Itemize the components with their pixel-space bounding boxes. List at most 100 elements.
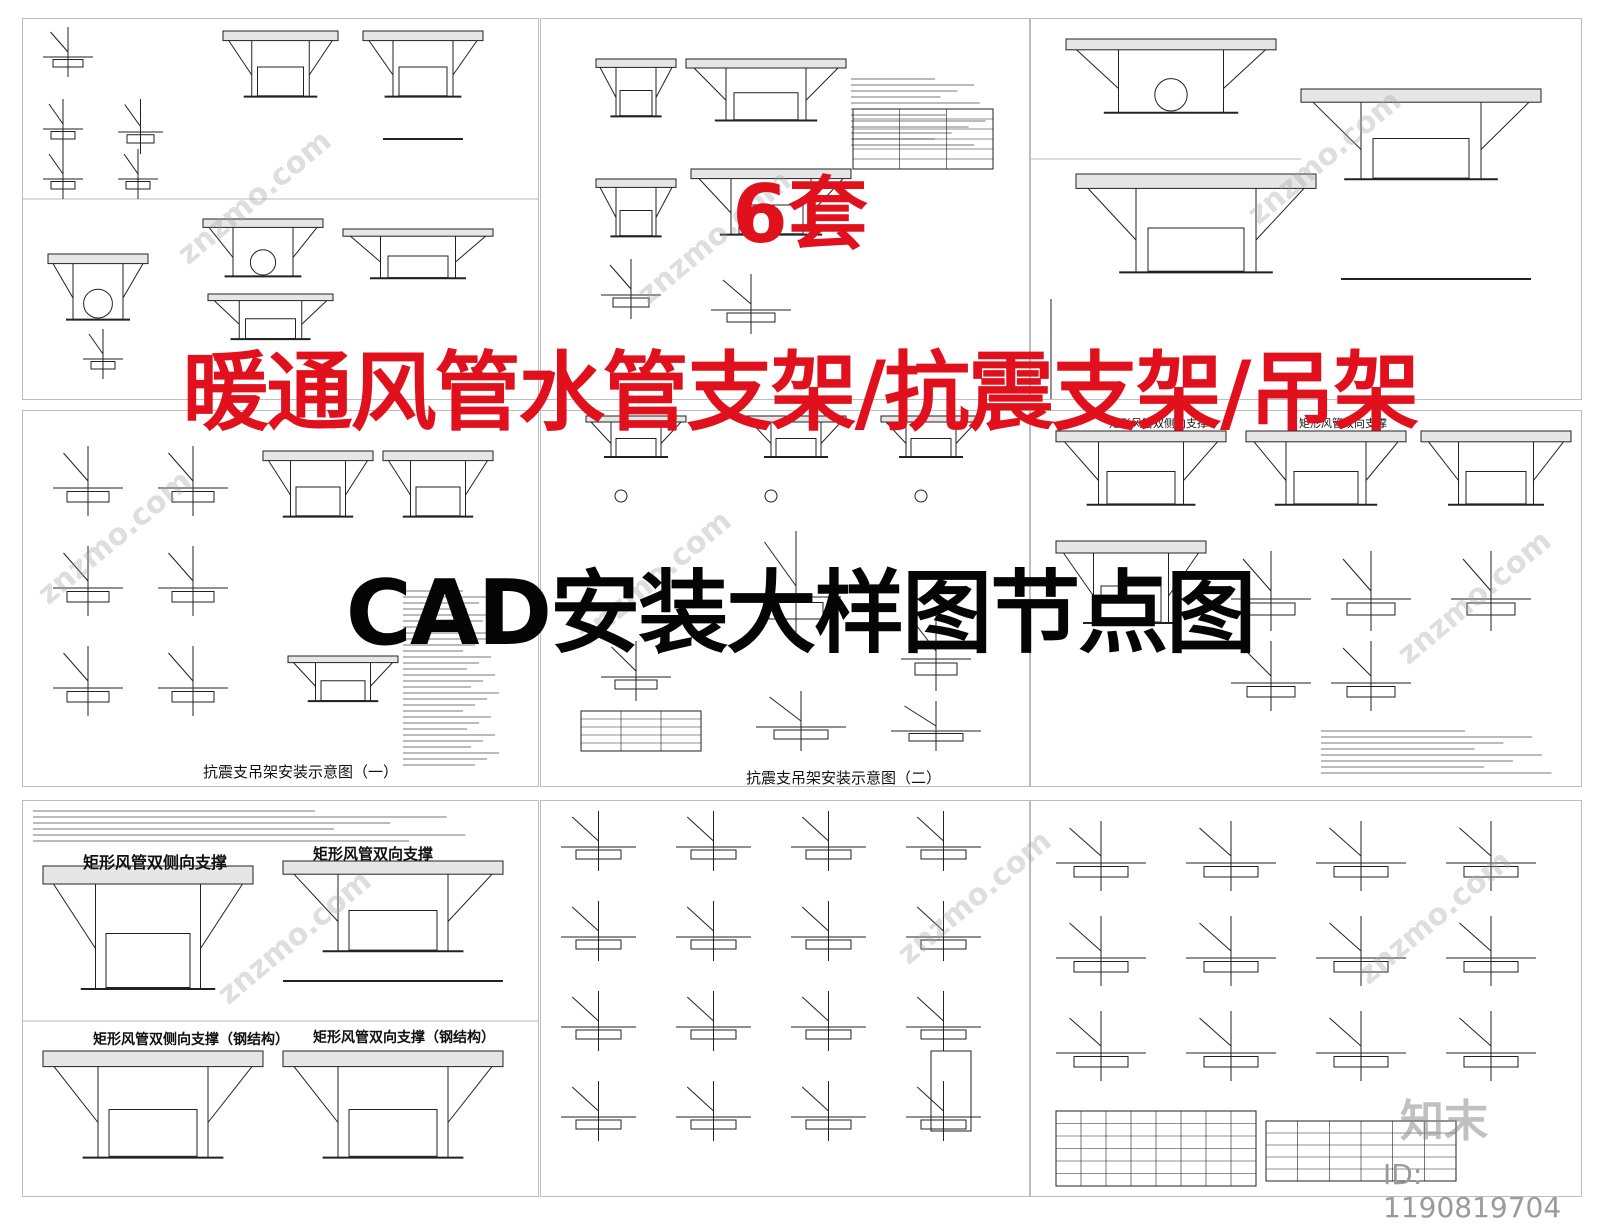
concrete-slab xyxy=(1075,173,1317,189)
seismic-brace xyxy=(452,40,478,76)
rect-duct xyxy=(295,486,341,517)
seismic-brace xyxy=(698,178,732,214)
rect-duct xyxy=(320,680,366,702)
pipe-clamp xyxy=(1333,961,1389,973)
seismic-brace xyxy=(447,873,493,922)
seismic-brace xyxy=(308,40,333,76)
seismic-brace xyxy=(1168,552,1199,597)
pipe-clamp xyxy=(920,1029,967,1040)
drawing-sheet-bottom-right xyxy=(1030,800,1582,1197)
rect-duct xyxy=(387,255,449,279)
support-brace xyxy=(911,618,937,652)
rect-duct xyxy=(245,318,296,340)
pipe-clamp xyxy=(575,849,622,860)
sheet-caption: 矩形风管双向支撑（钢结构） xyxy=(313,1030,495,1046)
seismic-brace xyxy=(293,662,316,687)
pipe-clamp xyxy=(126,134,155,144)
pipe-clamp xyxy=(805,1119,852,1130)
support-brace xyxy=(168,652,194,682)
rect-duct xyxy=(615,438,657,457)
sheet-caption: 抗震支吊架安装示意图（二） xyxy=(746,769,942,787)
cad-drawing xyxy=(580,415,982,752)
pipe-clamp xyxy=(575,1119,622,1130)
seismic-brace xyxy=(52,263,74,299)
seismic-brace xyxy=(655,67,673,98)
pipe-clamp xyxy=(805,849,852,860)
main-title: 暖通风管水管支架/抗震支架/吊架 xyxy=(182,343,1420,443)
rect-duct xyxy=(619,90,653,117)
concrete-slab xyxy=(262,450,374,462)
seismic-brace xyxy=(213,300,240,325)
detail-marker xyxy=(764,489,778,503)
cad-drawing xyxy=(23,810,538,1159)
rect-duct xyxy=(105,933,191,988)
support-brace xyxy=(1459,922,1492,952)
seismic-brace xyxy=(805,67,839,101)
support-brace xyxy=(88,333,104,355)
seismic-brace xyxy=(388,460,411,496)
pipe-clamp xyxy=(52,59,84,68)
concrete-slab xyxy=(47,253,149,265)
support-brace xyxy=(63,652,89,682)
support-brace xyxy=(904,705,937,727)
sheet-caption: 矩形风管双侧向支撑（钢结构） xyxy=(93,1032,289,1048)
concrete-slab xyxy=(282,1050,504,1068)
round-pipe xyxy=(249,249,277,276)
cad-drawing xyxy=(595,58,994,334)
seismic-brace xyxy=(1223,49,1266,89)
pipe-clamp xyxy=(1333,1056,1389,1068)
pipe-clamp xyxy=(805,1029,852,1040)
cad-drawing xyxy=(1055,430,1572,774)
seismic-brace xyxy=(1253,441,1287,481)
seismic-brace xyxy=(955,421,977,444)
support-brace xyxy=(609,264,632,290)
support-brace xyxy=(1242,647,1272,677)
support-brace xyxy=(571,1086,599,1112)
cad-drawing xyxy=(1031,38,1542,399)
pipe-clamp xyxy=(1346,686,1396,698)
seismic-brace xyxy=(1063,552,1094,597)
cad-drawing xyxy=(53,446,499,766)
pipe-clamp xyxy=(914,662,958,676)
concrete-slab xyxy=(282,860,504,875)
rect-duct xyxy=(1147,227,1245,272)
support-brace xyxy=(801,906,829,932)
seismic-brace xyxy=(1480,101,1530,150)
seismic-brace xyxy=(292,227,318,258)
pipe-clamp xyxy=(1073,961,1129,973)
support-brace xyxy=(571,996,599,1022)
rect-duct xyxy=(257,66,304,97)
seismic-brace xyxy=(1312,101,1362,150)
concrete-slab xyxy=(1420,430,1572,443)
sheet-caption: 抗震支吊架安装示意图（一） xyxy=(203,763,399,781)
support-brace xyxy=(916,906,944,932)
drawing-sheet-bottom-left: 矩形风管双侧向支撑 矩形风管双向支撑 矩形风管双侧向支撑（钢结构） 矩形风管双向… xyxy=(22,800,539,1197)
support-brace xyxy=(769,696,802,722)
riser-duct xyxy=(930,1050,972,1132)
rect-duct xyxy=(1372,138,1470,179)
subtitle: CAD安装大样图节点图 xyxy=(345,561,1256,666)
brand-logo: 知末 xyxy=(1400,1096,1488,1147)
concrete-slab xyxy=(1055,540,1207,554)
support-brace xyxy=(123,153,139,175)
pipe-clamp xyxy=(1203,961,1259,973)
pipe-clamp xyxy=(125,181,151,190)
cad-drawing xyxy=(1055,821,1536,1187)
pipe-clamp xyxy=(90,361,116,370)
rect-duct xyxy=(415,486,461,517)
pipe-clamp xyxy=(1346,602,1396,616)
support-brace xyxy=(50,31,69,53)
concrete-slab xyxy=(1245,430,1407,443)
seismic-brace xyxy=(228,40,253,76)
support-brace xyxy=(48,153,64,175)
seismic-brace xyxy=(660,421,682,444)
pipe-clamp xyxy=(1463,866,1519,878)
pipe-clamp xyxy=(726,312,776,323)
concrete-slab xyxy=(1055,430,1227,443)
detail-marker xyxy=(614,489,628,503)
seismic-brace xyxy=(885,421,907,444)
pipe-clamp xyxy=(614,679,658,690)
pipe-clamp xyxy=(66,491,110,503)
support-brace xyxy=(1342,558,1372,592)
seismic-brace xyxy=(345,460,368,496)
